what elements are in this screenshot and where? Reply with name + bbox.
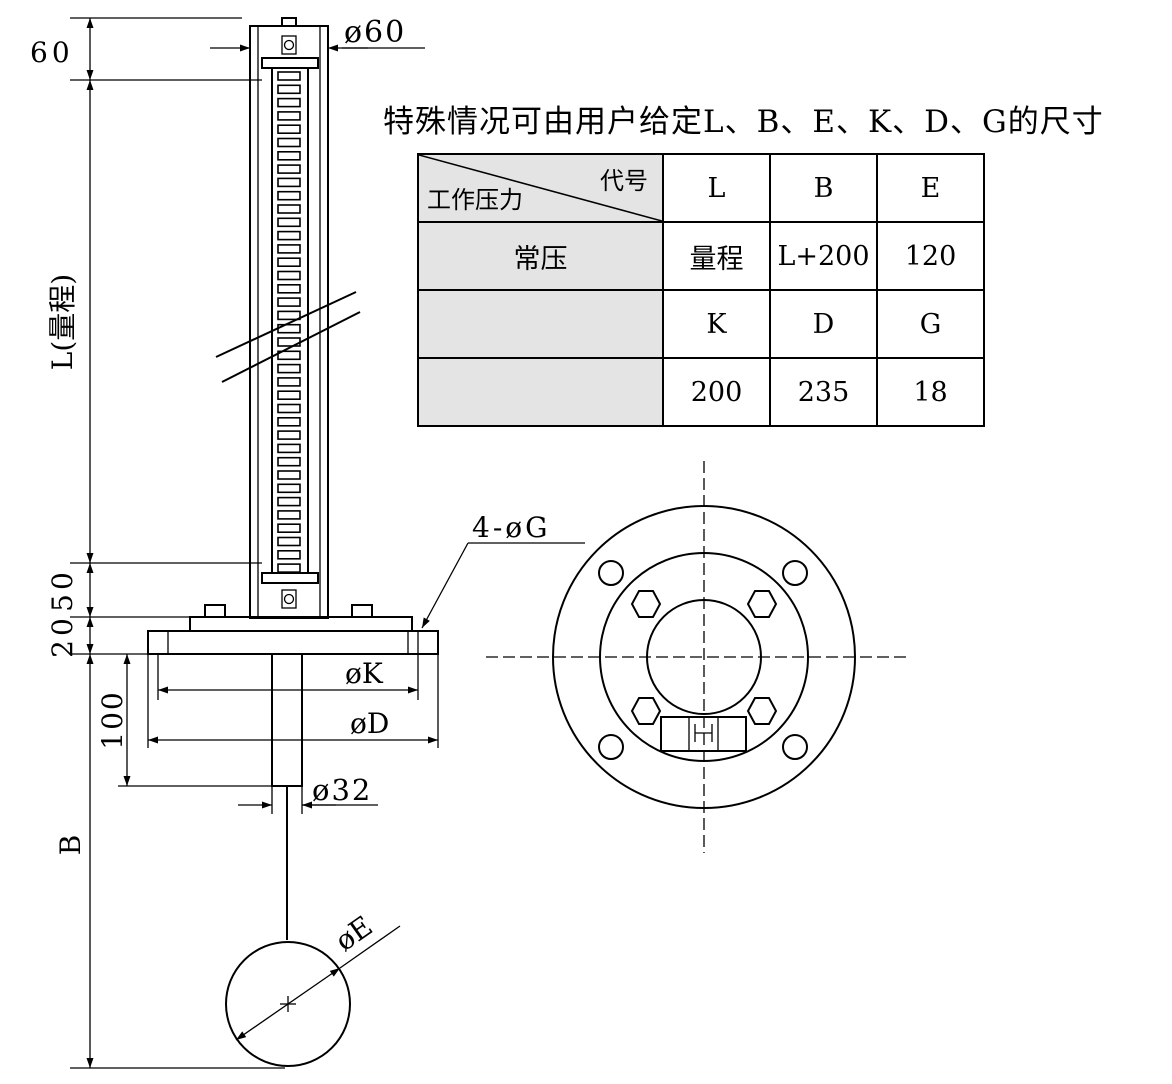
table-cell: 量程 [662, 221, 771, 291]
indicator-flap [277, 217, 301, 228]
table-row: 代号 工作压力 L B E [417, 153, 985, 223]
dim-range-length: L(量程) [46, 274, 79, 370]
indicator-flap [277, 350, 301, 361]
indicator-flap [277, 430, 301, 440]
indicator-flap [277, 257, 301, 268]
indicator-flap [277, 97, 301, 108]
indicator-flap [277, 310, 301, 321]
hex-nut-icon [630, 697, 662, 725]
vertical-dimension-chain: 60 L(量程) 50 20 100 B [30, 17, 285, 1069]
table-row-label: 常压 [417, 221, 664, 291]
dim-float-diameter: øE [329, 909, 378, 957]
dim-float-length: B [54, 835, 87, 856]
custom-dimensions-note: 特殊情况可由用户给定L、B、E、K、D、G的尺寸 [383, 104, 1104, 140]
dim-flange-thickness: 20 [46, 614, 79, 658]
indicator-flap [277, 443, 301, 454]
indicator-flap [277, 563, 301, 573]
indicator-flap [277, 164, 301, 174]
indicator-flap [277, 390, 301, 401]
indicator-flap [277, 377, 301, 387]
indicator-flap [277, 204, 301, 214]
indicator-flap [277, 230, 301, 241]
flange-top-view [486, 461, 908, 853]
top-screw-icon [281, 35, 297, 55]
indicator-flap [277, 470, 301, 480]
indicator-flap [277, 283, 301, 294]
indicator-flap [277, 536, 301, 547]
indicator-flap [277, 483, 301, 494]
indicator-flap [277, 137, 301, 148]
indicator-flap [277, 151, 301, 161]
table-header-cell: E [876, 153, 985, 223]
dim-bottom-gap: 50 [46, 568, 79, 612]
dim-insert-depth: 100 [96, 690, 129, 749]
hex-nut-icon [630, 590, 662, 618]
dim-flange-diameter: øD [350, 707, 389, 740]
dim-tube-diameter: ø60 [344, 15, 406, 50]
gauge-column: ø60 [210, 15, 425, 619]
table-cell: 200 [662, 357, 771, 427]
dim-top-height: 60 [30, 36, 74, 69]
bolt-hole [782, 560, 808, 586]
table-cell: 120 [876, 221, 985, 291]
indicator-flap [277, 270, 301, 281]
table-row-label [417, 289, 664, 359]
bolt-hole [598, 560, 624, 586]
indicator-flap [277, 84, 301, 95]
indicator-flap [277, 549, 301, 560]
bolt-hole [782, 734, 808, 760]
table-header-cell: B [769, 153, 878, 223]
table-row: 200 235 18 [417, 357, 985, 427]
table-row: K D G [417, 289, 985, 359]
indicator-flap [277, 71, 301, 81]
table-cell: L+200 [769, 221, 878, 291]
break-line [215, 291, 357, 358]
table-header-cell: D [769, 289, 878, 359]
bottom-screw-icon [281, 589, 297, 609]
table-cell: 18 [876, 357, 985, 427]
indicator-flap [277, 456, 301, 467]
indicator-flap [277, 297, 301, 307]
float-ball: øE [225, 909, 401, 1067]
dim-rod-diameter: ø32 [312, 773, 372, 807]
table-row: 常压 量程 L+200 120 [417, 221, 985, 291]
indicator-flap [277, 523, 301, 534]
indicator-flap [277, 111, 301, 121]
table-cell: 235 [769, 357, 878, 427]
corner-label-pressure: 工作压力 [427, 186, 523, 214]
indicator-flap [277, 403, 301, 414]
indicator-flap [277, 190, 301, 201]
table-row-label [417, 357, 664, 427]
hex-nut-icon [746, 590, 778, 618]
indicator-flap [277, 177, 301, 188]
indicator-flap [277, 416, 301, 427]
indicator-flap [277, 124, 301, 134]
dim-hole-spec: 4-øG [472, 511, 551, 544]
indicator-flap [277, 510, 301, 520]
table-header-cell: G [876, 289, 985, 359]
dim-bolt-circle: øK [345, 657, 384, 690]
indicator-flap [277, 244, 301, 254]
table-corner-cell: 代号 工作压力 [417, 153, 664, 223]
flange-side-view: øK øD ø32 4-øG [147, 511, 585, 940]
table-header-cell: K [662, 289, 771, 359]
spec-table: 代号 工作压力 L B E 常压 量程 L+200 120 K D G 200 … [417, 153, 985, 427]
indicator-flap [277, 496, 301, 507]
corner-label-code: 代号 [600, 167, 648, 195]
indicator-flap [277, 363, 301, 374]
hex-nut-icon [746, 697, 778, 725]
table-header-cell: L [662, 153, 771, 223]
indicator-flaps [277, 71, 301, 573]
break-line [221, 311, 361, 383]
bolt-hole [598, 734, 624, 760]
